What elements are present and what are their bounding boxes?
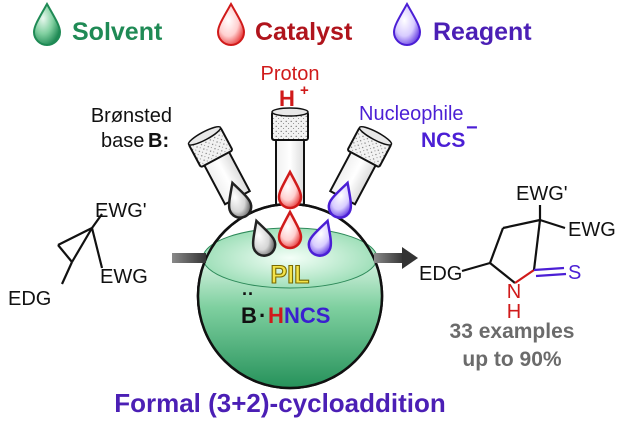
reagent-drop-icon	[392, 1, 422, 46]
yield-examples: 33 examples	[450, 320, 575, 343]
product-structure	[461, 205, 567, 284]
flask-base-dots: ··	[242, 284, 254, 304]
proton-symbol: H	[279, 86, 295, 111]
base-drop-icon	[227, 180, 253, 219]
flask-base: B	[241, 303, 257, 328]
product-s: S	[568, 262, 581, 284]
proton-charge: +	[300, 82, 309, 99]
nucleophile-charge: −	[466, 117, 478, 139]
scheme-title: Formal (3+2)-cycloaddition	[114, 388, 446, 418]
proton-label: Proton	[261, 63, 320, 85]
nucleophile-drop-icon-2	[307, 218, 333, 257]
product-ewg-prime: EWG'	[516, 183, 568, 205]
reactant-ewg-prime: EWG'	[95, 200, 147, 222]
proton-drop-icon	[277, 169, 303, 210]
base-drop-icon-2	[251, 218, 277, 257]
reaction-arrow-left	[172, 253, 206, 263]
reaction-flask	[187, 107, 393, 390]
nucleophile-label: Nucleophile	[359, 103, 464, 125]
bronsted-line1: Brønsted	[91, 105, 172, 127]
legend-solvent: Solvent	[72, 18, 163, 46]
catalyst-drop-icon	[216, 1, 246, 46]
flask-pil-label: PIL	[271, 261, 310, 289]
reactant-ewg: EWG	[100, 266, 148, 288]
product-n: N	[507, 281, 521, 303]
bronsted-line2: base	[101, 130, 144, 152]
nucleophile-drop-icon	[327, 180, 353, 219]
flask-ncs: NCS	[284, 303, 330, 328]
yield-percent: up to 90%	[462, 348, 562, 371]
product-ewg: EWG	[568, 219, 616, 241]
flask-h: H	[268, 303, 284, 328]
reactant-edg: EDG	[8, 288, 51, 310]
legend-reagent: Reagent	[433, 18, 532, 46]
nucleophile-symbol: NCS	[421, 129, 465, 152]
flask-mid-dot: ·	[259, 303, 266, 328]
bronsted-symbol: B:	[148, 130, 169, 152]
product-h: H	[507, 301, 521, 323]
product-edg: EDG	[419, 263, 462, 285]
solvent-drop-icon	[32, 1, 62, 46]
proton-drop-icon-2	[277, 209, 303, 250]
legend-catalyst: Catalyst	[255, 18, 353, 46]
reaction-arrow-right	[374, 247, 418, 269]
cyclopropane-structure	[57, 213, 104, 285]
